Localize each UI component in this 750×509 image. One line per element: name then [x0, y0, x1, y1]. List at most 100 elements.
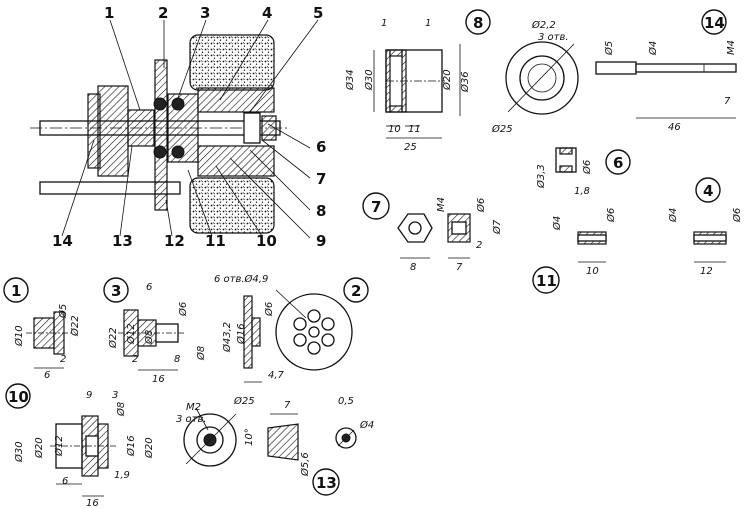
sleeve [127, 109, 155, 147]
detail-11-dim-10: 10 [586, 266, 599, 277]
base-plate [39, 181, 181, 195]
detail-1-dim-6: 6 [44, 370, 50, 381]
detail-13-dim-d4: Ø4 [359, 419, 374, 431]
detail-8-dim-d25: Ø25 [491, 123, 513, 135]
detail-2-dim-d6: Ø6 [263, 302, 275, 317]
detail-8-dim-1a: 1 [381, 18, 387, 29]
detail-4-dim-12: 12 [700, 266, 713, 277]
detail-12-dim-3holes: 3 отв. [176, 414, 207, 425]
detail-13-cone [267, 423, 299, 461]
tyre-bottom [189, 177, 275, 234]
detail-7-dim-m4: M4 [436, 197, 447, 212]
detail-13-dim-10deg: 10° [244, 428, 255, 446]
detail-1: 1 Ø10 Ø5 Ø22 2 6 [3, 277, 81, 381]
detail-10-dim-d20b: Ø20 [143, 437, 155, 459]
detail-8-dim-10: 10 [388, 124, 401, 135]
detail-14-dim-7: 7 [724, 96, 731, 107]
callout-7: 7 [316, 170, 326, 188]
callout-13: 13 [112, 232, 133, 250]
nut [261, 115, 277, 141]
detail-1-dim-d5: Ø5 [57, 304, 69, 319]
detail-8-dim-11: 11 [408, 124, 421, 135]
detail-10-dim-d20: Ø20 [33, 437, 45, 459]
detail-1-dim-2: 2 [60, 354, 66, 365]
detail-6: 6 Ø3,3 Ø6 1,8 [535, 147, 631, 197]
detail-3-dim-d8b: Ø8 [195, 346, 207, 361]
detail-7-dim-7: 7 [456, 262, 463, 273]
detail-4-dim-d4: Ø4 [667, 208, 679, 223]
detail-13-dim-7: 7 [284, 400, 291, 411]
detail-12-dim-d25: Ø25 [233, 395, 255, 407]
detail-14-dim-d4: Ø4 [647, 41, 659, 56]
detail-1-dim-d22: Ø22 [69, 315, 81, 337]
detail-8-dim-d22: Ø2,2 [531, 19, 556, 31]
detail-7-number: 7 [371, 198, 381, 216]
detail-8-dim-d20: Ø20 [441, 69, 453, 91]
detail-3-number: 3 [111, 282, 121, 300]
detail-8: 8 1 1 Ø34 Ø30 Ø20 Ø36 10 11 25 Ø2,2 3 от… [344, 9, 579, 153]
detail-4: 4 Ø4 Ø6 12 [667, 177, 743, 277]
detail-4-dim-d6: Ø6 [731, 208, 743, 223]
detail-4-number: 4 [703, 182, 713, 200]
left-pulley [97, 85, 129, 177]
gear-disk [154, 59, 168, 211]
callout-1: 1 [104, 4, 114, 22]
detail-3-dim-d8: Ø8 [143, 330, 155, 345]
detail-13: 13 7 10° Ø5,6 0,5 Ø4 [244, 396, 374, 496]
detail-14-number: 14 [704, 14, 725, 32]
detail-11-dim-d4: Ø4 [551, 216, 563, 231]
detail-10-dim-9: 9 [86, 390, 92, 401]
detail-2-number: 2 [351, 282, 361, 300]
detail-14: 14 Ø5 Ø4 M4 7 46 [595, 9, 737, 133]
detail-3-dim-d22: Ø22 [107, 327, 119, 349]
callout-11: 11 [205, 232, 226, 250]
detail-13-number: 13 [316, 474, 337, 492]
detail-11-number: 11 [536, 272, 557, 290]
main-assembly: 1 2 3 4 5 6 7 8 9 10 11 12 13 14 [30, 4, 326, 250]
detail-10-dim-3: 3 [112, 390, 118, 401]
detail-8-dim-d30: Ø30 [363, 69, 375, 91]
detail-3-dim-6: 6 [146, 282, 152, 293]
detail-10-dim-d12: Ø12 [53, 435, 65, 457]
detail-10-dim-d16: Ø16 [125, 435, 137, 457]
detail-14-dim-46: 46 [668, 122, 681, 133]
detail-3-dim-d6: Ø6 [177, 302, 189, 317]
detail-14-shaft-thick [595, 61, 637, 75]
detail-13-dim-05: 0,5 [338, 396, 354, 407]
detail-12: M2 3 отв. Ø25 [176, 395, 255, 467]
detail-2: 2 6 отв.Ø4,9 Ø43,2 Ø16 Ø6 4,7 [214, 273, 369, 383]
tyre-top [189, 34, 275, 91]
detail-11-dim-d6: Ø6 [605, 208, 617, 223]
detail-3-dim-16: 16 [152, 374, 165, 385]
detail-10-dim-6: 6 [62, 476, 68, 487]
detail-10: 10 9 3 Ø8 Ø30 Ø20 Ø12 Ø16 Ø20 1,9 6 16 [5, 383, 155, 509]
callout-14: 14 [52, 232, 73, 250]
detail-8-dim-25: 25 [404, 142, 417, 153]
detail-7-dim-2: 2 [476, 240, 482, 251]
callout-6: 6 [316, 138, 326, 156]
detail-6-dim-d33: Ø3,3 [535, 164, 547, 189]
detail-7-dim-8: 8 [410, 262, 416, 273]
callout-10: 10 [256, 232, 277, 250]
hub [167, 93, 199, 163]
detail-12-dim-m2: M2 [186, 402, 201, 413]
detail-1-dim-d10: Ø10 [13, 325, 25, 347]
detail-6-dim-d6: Ø6 [581, 160, 593, 175]
detail-10-number: 10 [8, 388, 29, 406]
detail-8-dim-1b: 1 [425, 18, 431, 29]
detail-10-dim-16: 16 [86, 498, 99, 509]
detail-2-dim-d432: Ø43,2 [221, 322, 233, 353]
detail-3-dim-2: 2 [132, 354, 138, 365]
detail-3: 3 6 Ø22 Ø12 Ø8 Ø6 2 8 16 Ø8 [103, 277, 207, 385]
detail-2-dim-47: 4,7 [268, 370, 285, 381]
detail-8-number: 8 [473, 14, 483, 32]
detail-10-dim-d8: Ø8 [115, 402, 127, 417]
detail-14-dim-d5: Ø5 [603, 41, 615, 56]
detail-8-dim-d36: Ø36 [459, 71, 471, 93]
detail-14-dim-m4: M4 [726, 40, 737, 55]
callout-3: 3 [200, 4, 210, 22]
detail-7-dim-d6: Ø6 [475, 198, 487, 213]
detail-3-dim-d12: Ø12 [125, 323, 137, 345]
detail-14-shaft-thin [635, 63, 737, 73]
